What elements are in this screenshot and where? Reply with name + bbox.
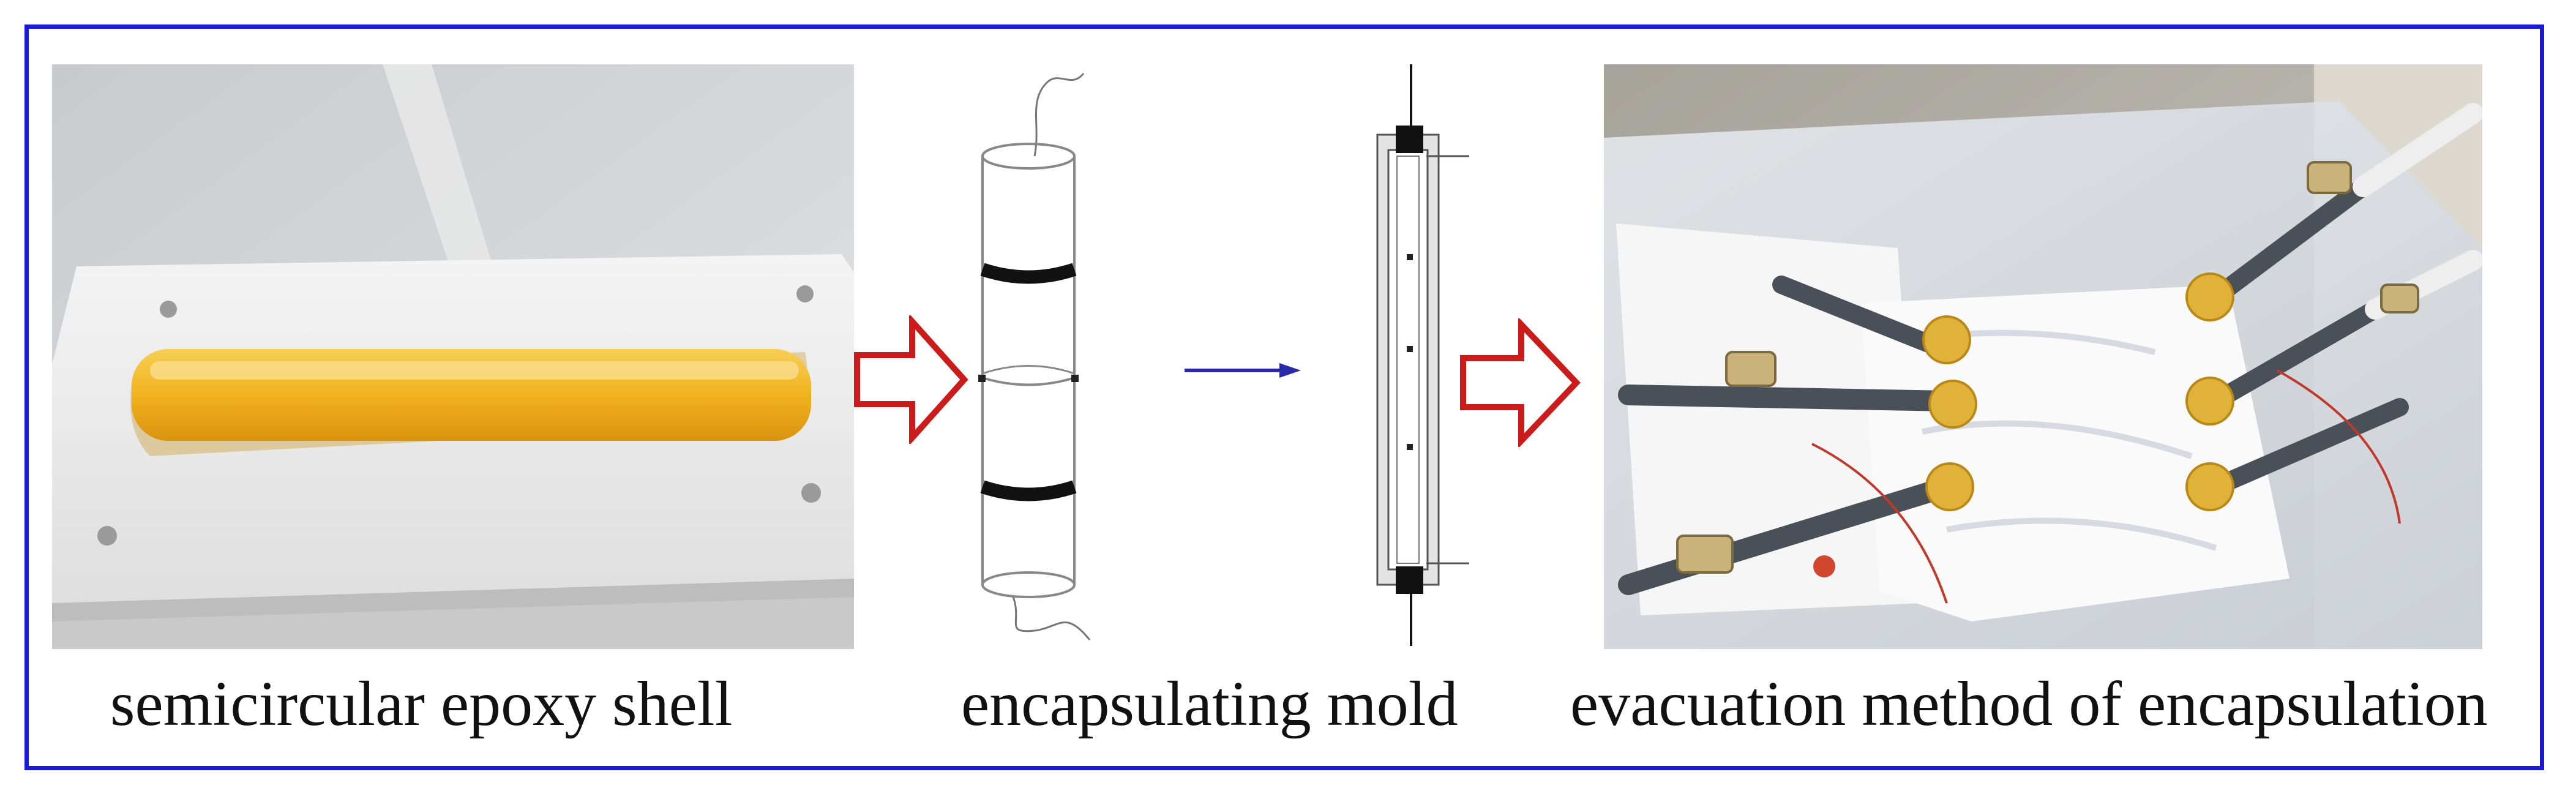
process-arrow-2 xyxy=(1460,318,1581,447)
caption-evacuation-method: evacuation method of encapsulation xyxy=(1570,669,2488,739)
evacuation-photo xyxy=(1604,64,2482,649)
caption-encapsulating-mold: encapsulating mold xyxy=(961,669,1458,739)
mold-cylinder-drawing xyxy=(978,73,1091,640)
mold-section-drawing xyxy=(1376,64,1469,646)
transition-arrow xyxy=(1185,363,1301,378)
caption-epoxy-shell: semicircular epoxy shell xyxy=(110,669,733,739)
epoxy-shell-photo xyxy=(52,64,854,649)
process-arrow-1 xyxy=(854,315,968,444)
